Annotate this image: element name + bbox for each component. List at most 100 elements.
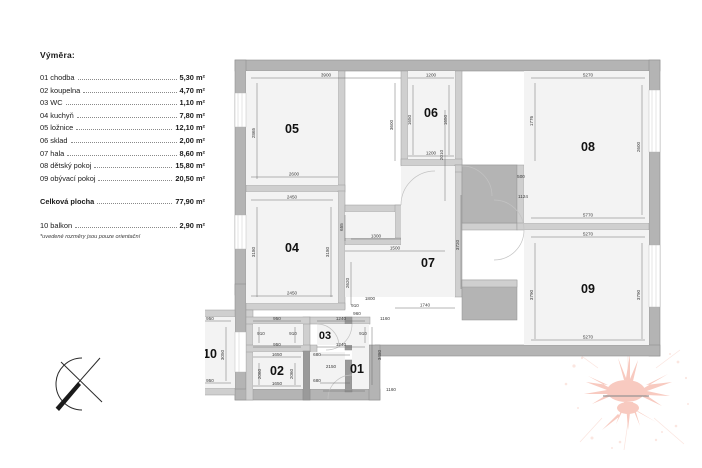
- dim-04-left: 3180: [251, 246, 256, 257]
- leader-dots: [77, 72, 177, 80]
- dim-07-g: 1740: [420, 303, 431, 308]
- legend-row-total: Celková plocha 77,90 m²: [40, 196, 205, 209]
- dim-06-left: 1650: [407, 114, 412, 125]
- dim-04-bottom: 2450: [287, 291, 298, 296]
- room-fills: [205, 71, 649, 389]
- legend-balcony-label: 10 balkon: [40, 220, 75, 230]
- dim-09-bottom: 5270: [583, 335, 594, 340]
- legend-row-05: 05 ložnice 12,10 m²: [40, 122, 205, 135]
- dim-10-right: 3050: [220, 349, 225, 360]
- legend-balcony-area: 2,90 m²: [177, 220, 205, 230]
- window-openings: [234, 89, 661, 373]
- floor-plan-drawing: 3900 2865 2600 2450 3180 3180 2450 1200 …: [205, 55, 685, 415]
- leader-dots: [75, 220, 177, 228]
- dim-01-g: 910: [351, 303, 359, 308]
- legend-room-area: 15,80 m²: [173, 161, 205, 171]
- dim-07-c: 655: [339, 223, 344, 231]
- legend-total-label: Celková plocha: [40, 197, 97, 207]
- dim-07-h: 3720: [455, 239, 460, 250]
- dim-10-top: 950: [206, 316, 214, 321]
- dim-05-top: 3900: [321, 73, 332, 78]
- legend-room-name: 07 hala: [40, 148, 67, 158]
- leader-dots: [98, 173, 173, 181]
- legend-row-02: 02 koupelna 4,70 m²: [40, 85, 205, 98]
- leader-dots: [97, 196, 173, 205]
- legend-room-area: 1,10 m²: [177, 98, 205, 108]
- room-labels: 05 04 06 07 08 09 03 02 01 10: [205, 106, 595, 378]
- dim-07-f: 2620: [345, 277, 350, 288]
- leader-dots: [94, 160, 173, 169]
- dim-09-right: 3790: [636, 289, 641, 300]
- dimension-labels: 3900 2865 2600 2450 3180 3180 2450 1200 …: [206, 73, 641, 393]
- dim-08-bottom: 5770: [583, 213, 594, 218]
- legend-row-balcony: 10 balkon 2,90 m²: [40, 220, 205, 233]
- dim-01-c: 1800: [365, 296, 376, 301]
- leader-dots: [67, 148, 177, 156]
- dim-10-bottom: 950: [206, 378, 214, 383]
- dim-02-s4: 910: [289, 331, 297, 336]
- room-label-10: 10: [205, 347, 217, 361]
- dim-08-right: 2600: [636, 141, 641, 152]
- room-label-04: 04: [285, 241, 299, 255]
- legend-room-area: 5,30 m²: [177, 73, 205, 82]
- legend-room-area: 4,70 m²: [177, 85, 205, 95]
- legend-row-07: 07 hala 8,60 m²: [40, 148, 205, 161]
- dim-02-right: 2060: [289, 368, 294, 379]
- dim-03-right: 910: [359, 331, 367, 336]
- north-arrow-icon: [48, 352, 120, 418]
- dim-03-top: 1240: [336, 316, 347, 321]
- legend-room-name: 04 kuchyň: [40, 110, 76, 120]
- legend-room-name: 05 ložnice: [40, 123, 76, 133]
- dim-04-top: 2450: [287, 195, 298, 200]
- dim-01-right: 3480: [377, 349, 382, 360]
- room-label-01: 01: [350, 362, 364, 376]
- dim-07-b: 2010: [439, 149, 444, 160]
- room-label-03: 03: [319, 330, 331, 342]
- legend-row-01: 01 chodba 5,30 m²: [40, 72, 205, 85]
- room-label-02: 02: [270, 364, 284, 378]
- legend-row-03: 03 WC 1,10 m²: [40, 97, 205, 110]
- leader-dots: [65, 97, 177, 106]
- dim-door-a: 500: [517, 174, 525, 179]
- legend-room-area: 2,00 m²: [177, 135, 205, 145]
- legend-row-06: 06 sklad 2,00 m²: [40, 135, 205, 148]
- legend-room-area: 7,80 m²: [177, 110, 205, 120]
- legend-room-name: 06 sklad: [40, 135, 70, 145]
- dim-04-right: 3180: [325, 246, 330, 257]
- leader-dots: [76, 110, 177, 118]
- dim-03-bottom: 1240: [336, 342, 347, 347]
- dim-05-bottom: 2600: [289, 172, 300, 177]
- dim-door-b: 1124: [518, 194, 528, 199]
- leader-dots: [76, 122, 173, 131]
- room-label-06: 06: [424, 106, 438, 120]
- dim-07-e: 1500: [390, 246, 401, 251]
- dim-01-b: 1160: [386, 387, 396, 392]
- room-label-08: 08: [581, 140, 595, 154]
- door-swings: [316, 165, 525, 400]
- dim-02-s2: 950: [273, 342, 281, 347]
- legend-row-09: 09 obývací pokoj 20,50 m²: [40, 173, 205, 186]
- dim-01-a: 1160: [380, 316, 390, 321]
- legend-row-04: 04 kuchyň 7,80 m²: [40, 110, 205, 123]
- dim-02-s1: 950: [273, 316, 281, 321]
- legend-total-area: 77,90 m²: [173, 197, 205, 207]
- dim-05-left: 2865: [251, 127, 256, 138]
- dim-06-top: 1200: [426, 73, 437, 78]
- dim-01-d: 2150: [326, 364, 337, 369]
- dim-02-top: 1650: [272, 352, 283, 357]
- dim-09-left: 3790: [529, 289, 534, 300]
- dimension-lines: [205, 77, 645, 392]
- dim-08-top: 5270: [583, 73, 594, 78]
- legend-room-name: 09 obývací pokoj: [40, 173, 98, 183]
- legend-row-08: 08 dětský pokoj 15,80 m²: [40, 160, 205, 173]
- legend-room-name: 08 dětský pokoj: [40, 161, 94, 171]
- dim-07-a: 3600: [389, 119, 394, 130]
- dim-02-s3: 910: [257, 331, 265, 336]
- legend-room-area: 12,10 m²: [173, 123, 205, 133]
- dim-01-e: 680: [313, 352, 321, 357]
- dim-08-left: 1776: [529, 115, 534, 126]
- dim-07-d: 1300: [371, 234, 382, 239]
- dim-06-right: 1650: [443, 114, 448, 125]
- legend-room-area: 8,60 m²: [177, 148, 205, 158]
